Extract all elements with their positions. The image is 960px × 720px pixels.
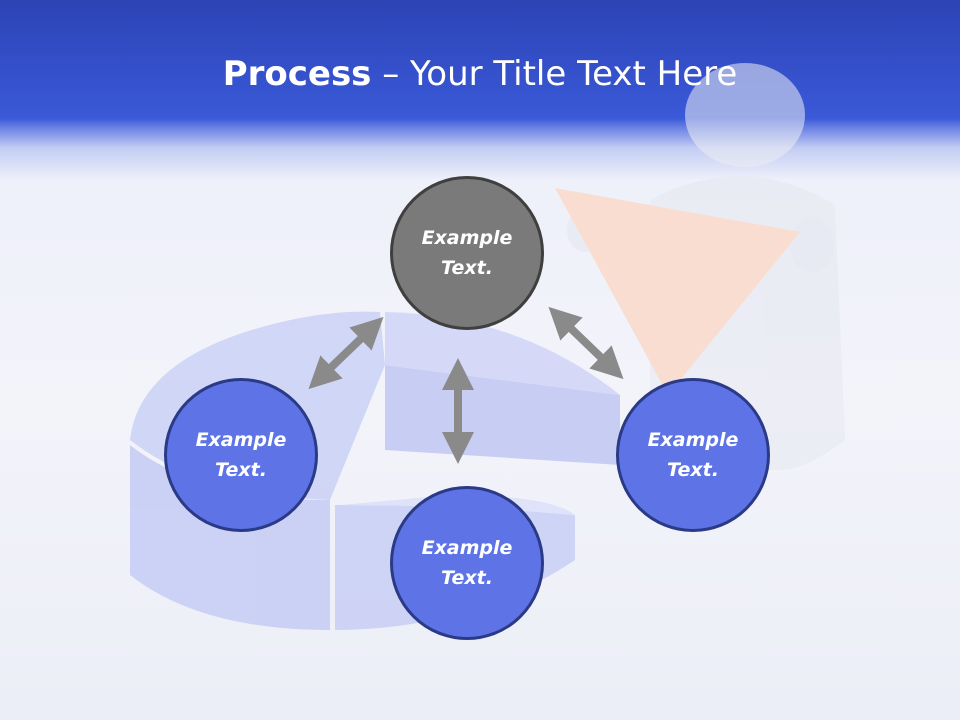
slide-title: Process – Your Title Text Here — [0, 52, 960, 96]
node-right-label: Example Text. — [647, 429, 739, 481]
node-bottom-label: Example Text. — [421, 537, 513, 589]
node-right: Example Text. — [616, 378, 770, 532]
pie-slice-illustration — [555, 188, 800, 395]
node-bottom: Example Text. — [390, 486, 544, 640]
title-bold: Process — [222, 54, 372, 94]
arrow-center-left — [308, 316, 384, 390]
node-center-label: Example Text. — [421, 227, 513, 279]
title-rest: – Your Title Text Here — [371, 54, 738, 94]
node-left: Example Text. — [164, 378, 318, 532]
node-left-label: Example Text. — [195, 429, 287, 481]
node-center: Example Text. — [390, 176, 544, 330]
arrow-center-right — [548, 306, 624, 380]
